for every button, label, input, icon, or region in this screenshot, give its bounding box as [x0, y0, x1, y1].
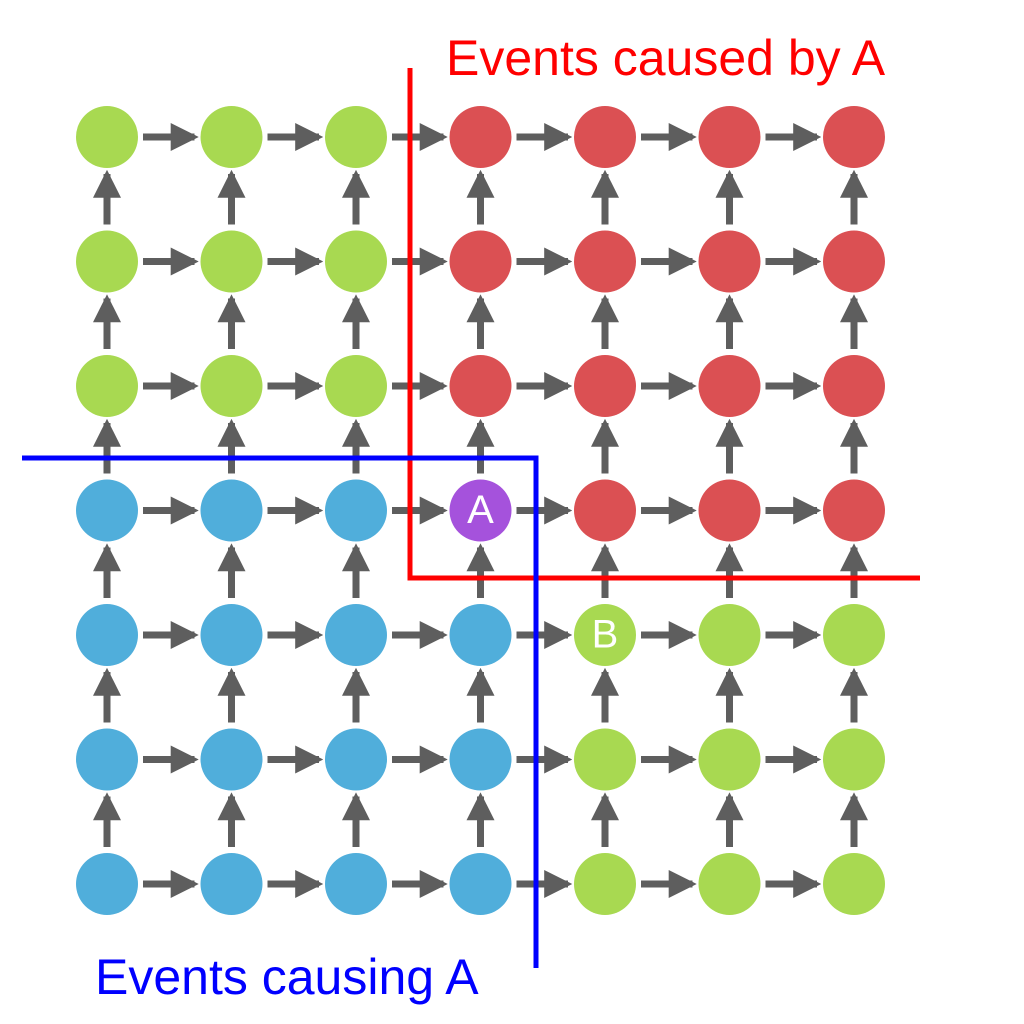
event-node-green — [325, 106, 387, 168]
event-node-blue — [200, 853, 263, 915]
boundaries-layer — [22, 68, 920, 968]
event-node-green — [698, 853, 761, 915]
event-node-red — [823, 230, 885, 293]
event-node-red — [823, 106, 885, 168]
nodes-layer: AB — [76, 106, 885, 915]
event-node-green — [325, 355, 387, 417]
event-node-a — [449, 479, 512, 542]
event-node-blue — [449, 853, 512, 915]
event-node-blue — [76, 479, 138, 542]
event-node-blue — [200, 728, 263, 791]
future-light-cone-boundary — [407, 68, 920, 581]
event-node-b — [574, 604, 636, 666]
event-node-green — [200, 106, 263, 168]
event-node-blue — [200, 604, 263, 666]
event-node-green — [325, 230, 387, 293]
event-node-blue — [325, 728, 387, 791]
event-node-red — [449, 230, 512, 293]
event-node-blue — [325, 853, 387, 915]
event-label-b: B — [592, 613, 619, 657]
event-node-red — [574, 355, 636, 417]
event-node-green — [823, 604, 885, 666]
past-light-cone-boundary — [22, 455, 539, 968]
event-node-blue — [325, 604, 387, 666]
event-node-blue — [449, 604, 512, 666]
event-node-red — [449, 355, 512, 417]
event-node-red — [698, 230, 761, 293]
event-node-green — [823, 728, 885, 791]
event-node-blue — [76, 604, 138, 666]
event-node-red — [698, 479, 761, 542]
event-node-green — [823, 853, 885, 915]
event-node-blue — [325, 479, 387, 542]
event-node-red — [574, 106, 636, 168]
event-node-red — [823, 479, 885, 542]
event-node-green — [76, 230, 138, 293]
event-node-red — [698, 355, 761, 417]
event-node-green — [574, 853, 636, 915]
event-node-blue — [200, 479, 263, 542]
event-node-green — [698, 604, 761, 666]
event-node-green — [698, 728, 761, 791]
caption-events-caused-by-a: Events caused by A — [446, 30, 886, 86]
event-node-green — [76, 106, 138, 168]
event-label-a: A — [467, 488, 494, 532]
event-node-blue — [449, 728, 512, 791]
event-node-red — [574, 230, 636, 293]
event-node-red — [823, 355, 885, 417]
event-node-red — [574, 479, 636, 542]
event-node-red — [449, 106, 512, 168]
event-node-green — [200, 230, 263, 293]
event-node-green — [76, 355, 138, 417]
event-node-green — [574, 728, 636, 791]
event-node-green — [200, 355, 263, 417]
event-node-red — [698, 106, 761, 168]
event-node-blue — [76, 853, 138, 915]
arrows-layer — [93, 123, 868, 898]
caption-events-causing-a: Events causing A — [95, 949, 479, 1005]
event-node-blue — [76, 728, 138, 791]
